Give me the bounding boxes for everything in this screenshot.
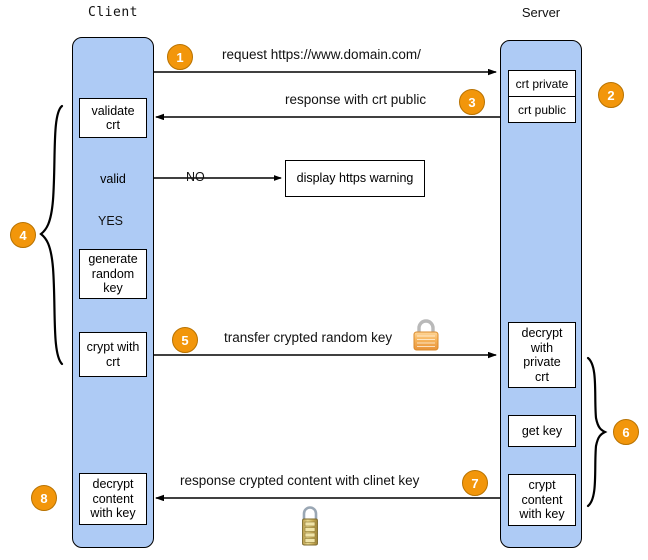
step-badge-3[interactable]: 3 <box>459 89 485 115</box>
server-lane-title: Server <box>521 5 561 20</box>
node-validate-crt[interactable]: validate crt <box>79 98 147 138</box>
brace-group-4 <box>39 104 64 366</box>
node-get-key[interactable]: get key <box>508 415 576 447</box>
node-valid-decision[interactable]: valid <box>85 157 141 200</box>
combination-padlock-icon <box>302 506 318 546</box>
message-label-7: response crypted content with clinet key <box>180 473 420 488</box>
node-crypt-content-with-key[interactable]: crypt content with key <box>508 474 576 526</box>
message-label-3: response with crt public <box>285 92 427 107</box>
step-badge-8[interactable]: 8 <box>31 485 57 511</box>
step-badge-4[interactable]: 4 <box>10 222 36 248</box>
node-crypt-with-crt[interactable]: crypt with crt <box>79 332 147 377</box>
node-crt-private[interactable]: crt private <box>508 70 576 97</box>
node-display-https-warning[interactable]: display https warning <box>285 160 425 197</box>
step-badge-7[interactable]: 7 <box>462 470 488 496</box>
branch-label-no: NO <box>186 170 205 184</box>
node-crt-public[interactable]: crt public <box>508 96 576 123</box>
step-badge-6[interactable]: 6 <box>613 419 639 445</box>
step-badge-1[interactable]: 1 <box>167 44 193 70</box>
node-decrypt-with-private-crt[interactable]: decrypt with private crt <box>508 322 576 388</box>
node-generate-random-key[interactable]: generate random key <box>79 249 147 299</box>
valid-decision-label: valid <box>100 171 126 186</box>
message-label-5: transfer crypted random key <box>224 330 393 345</box>
client-lane-title: Client <box>88 5 138 20</box>
node-decrypt-content-with-key[interactable]: decrypt content with key <box>79 473 147 525</box>
step-badge-5[interactable]: 5 <box>172 327 198 353</box>
branch-label-yes: YES <box>98 214 124 228</box>
message-label-1: request https://www.domain.com/ <box>222 47 421 62</box>
step-badge-2[interactable]: 2 <box>598 82 624 108</box>
padlock-orange-icon <box>413 319 439 351</box>
brace-group-6 <box>586 356 608 508</box>
server-lane <box>500 40 582 548</box>
